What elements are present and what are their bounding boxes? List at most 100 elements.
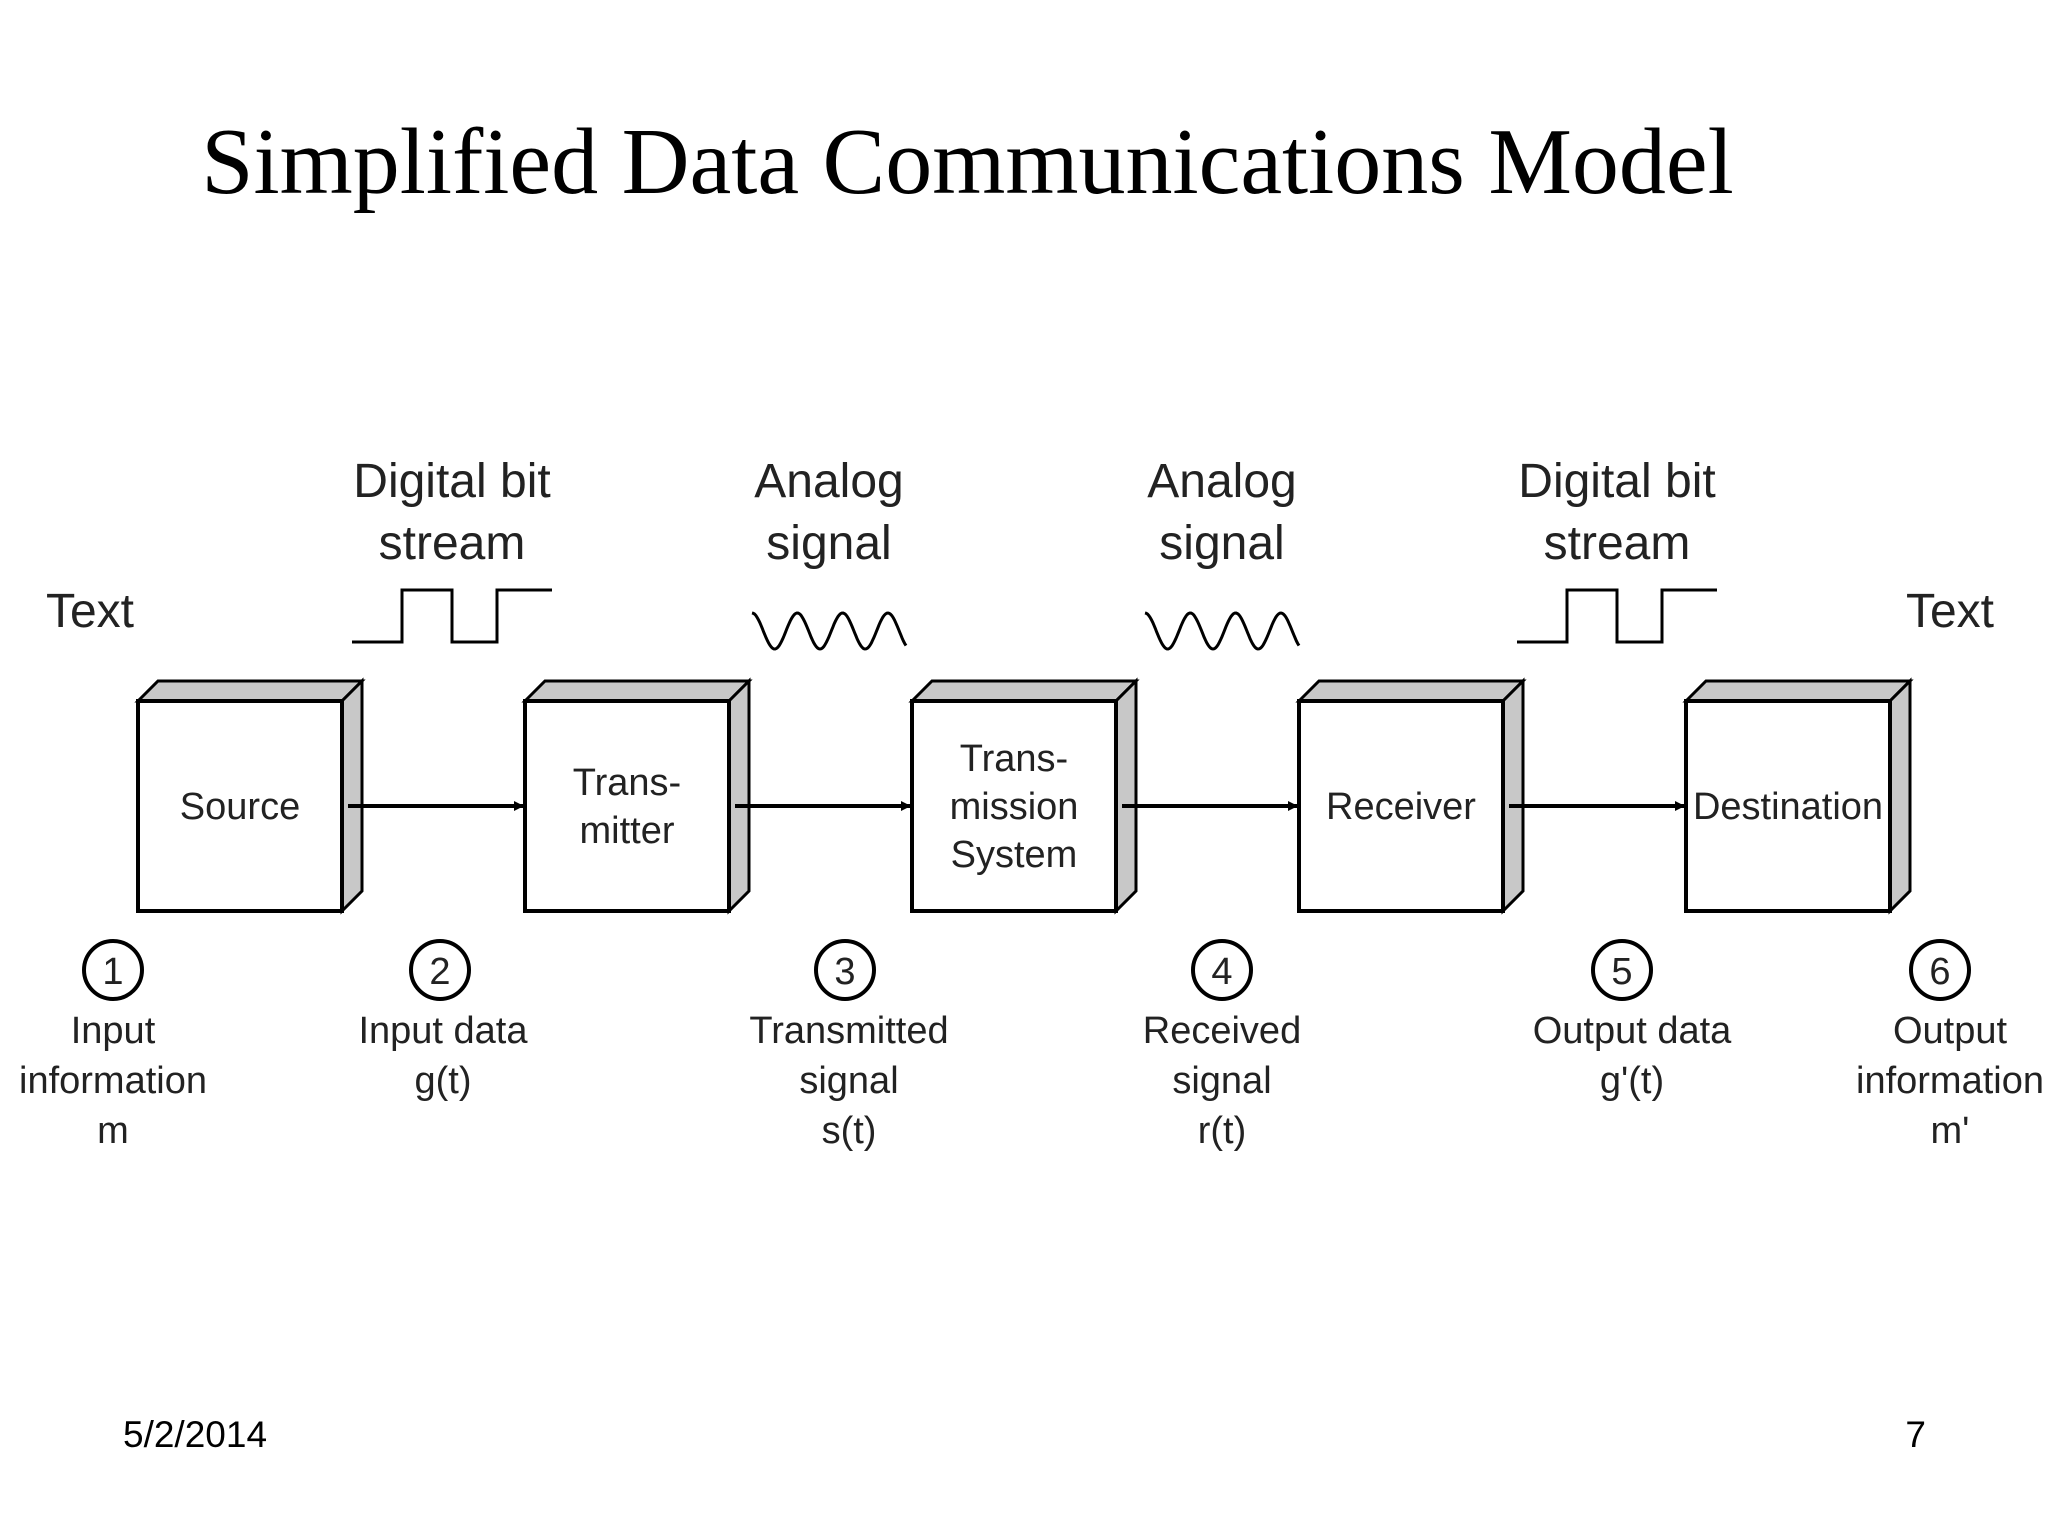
top-label-5: Digital bit stream [1517,455,1717,644]
stage-caption-line: Received [1143,1010,1301,1052]
block-label: Trans-mitter [573,762,681,852]
stage-caption-line: Transmitted [749,1010,948,1052]
slide-date: 5/2/2014 [123,1414,268,1455]
stage-number-circle [814,939,876,1001]
stage-caption-line: Output data [1533,1010,1732,1052]
top-label-text: Digital bit stream [353,455,550,570]
stage-caption-line: information [19,1060,207,1102]
block-front-face [136,699,344,913]
stage-caption-line: Input data [358,1010,528,1052]
top-label-text-line: signal [1159,517,1284,570]
stage-caption-line: m' [1931,1110,1970,1152]
stage-caption-line: g(t) [415,1060,472,1102]
block-label-line: Destination [1693,786,1883,828]
stage-caption: Input information m [19,1010,207,1152]
block-front-face [1684,699,1892,913]
top-label-text: Analog signal [754,455,903,570]
block-label-line: Trans- [573,762,681,804]
block-front-face [910,699,1118,913]
stage-number-circle [82,939,144,1001]
stage-caption: Output information m' [1856,1010,2044,1152]
block-label-line: Trans- [960,738,1068,780]
stage-caption-line: Input [71,1010,156,1052]
top-label-1: Text [46,585,134,638]
sine-wave-icon [751,611,908,651]
stage-number: 3 [834,951,855,993]
block-label-line: Source [180,786,300,828]
square-wave-icon [352,588,552,644]
top-label-text-line: Digital bit [353,455,550,508]
block-top-face [908,679,1140,703]
stage-caption-line: signal [1172,1060,1271,1102]
block-label-line: System [951,834,1078,876]
stage-number-circle [1909,939,1971,1001]
stage-caption: Transmitted signal s(t) [749,1010,948,1152]
block-side-face [1501,677,1525,915]
block-front-face [1297,699,1505,913]
stage-number-circle [1191,939,1253,1001]
stage-caption: Received signal r(t) [1143,1010,1301,1152]
stage-number-circle [409,939,471,1001]
block-front-face [523,699,731,913]
block-side-face [727,677,751,915]
top-label-text-line: stream [379,517,526,570]
stage-number: 6 [1929,951,1950,993]
block-top-face [521,679,753,703]
top-label-2: Digital bit stream [352,455,552,644]
block-transmitter: Trans-mitter [521,677,753,915]
stage-caption-line: signal [799,1060,898,1102]
block-top-face [1295,679,1527,703]
block-label: Source [180,786,300,828]
slide-page-number: 7 [1905,1414,1926,1455]
block-side-face [340,677,364,915]
stage-caption-line: m [97,1110,129,1152]
top-label-text: Text [46,585,134,638]
stage-caption-line: r(t) [1198,1110,1247,1152]
stage-caption-line: g'(t) [1600,1060,1664,1102]
block-label: Destination [1693,786,1883,828]
block-label-line: mission [950,786,1079,828]
top-label-text-line: Analog [754,455,903,508]
stage-number-circle [1591,939,1653,1001]
square-wave-icon [1517,588,1717,644]
top-label-4: Analog signal [1144,455,1301,651]
top-label-text-line: stream [1544,517,1691,570]
top-label-6: Text [1906,585,1994,638]
block-top-face [134,679,366,703]
block-label-line: mitter [580,810,675,852]
stage-number: 2 [429,951,450,993]
stage-number: 4 [1211,951,1232,993]
block-side-face [1114,677,1138,915]
top-label-text-line: Analog [1147,455,1296,508]
stage-number: 5 [1611,951,1632,993]
stage-caption: Output data g'(t) [1533,1010,1732,1102]
slide-title: Simplified Data Communications Model [201,110,1734,214]
top-label-text: Digital bit stream [1518,455,1715,570]
stage-number: 1 [102,951,123,993]
block-source: Source [134,677,366,915]
stage-caption-line: Output [1893,1010,2008,1052]
top-label-text: Analog signal [1147,455,1296,570]
block-destination: Destination [1682,677,1914,915]
block-top-face [1682,679,1914,703]
block-receiver: Receiver [1295,677,1527,915]
stage-caption: Input data g(t) [358,1010,528,1102]
top-label-text-line: Text [1906,585,1994,638]
top-label-text-line: signal [766,517,891,570]
stage-caption-line: information [1856,1060,2044,1102]
block-label-line: Receiver [1326,786,1476,828]
stage-caption-line: s(t) [822,1110,877,1152]
block-label: Receiver [1326,786,1476,828]
top-label-text-line: Digital bit [1518,455,1715,508]
sine-wave-icon [1144,611,1301,651]
